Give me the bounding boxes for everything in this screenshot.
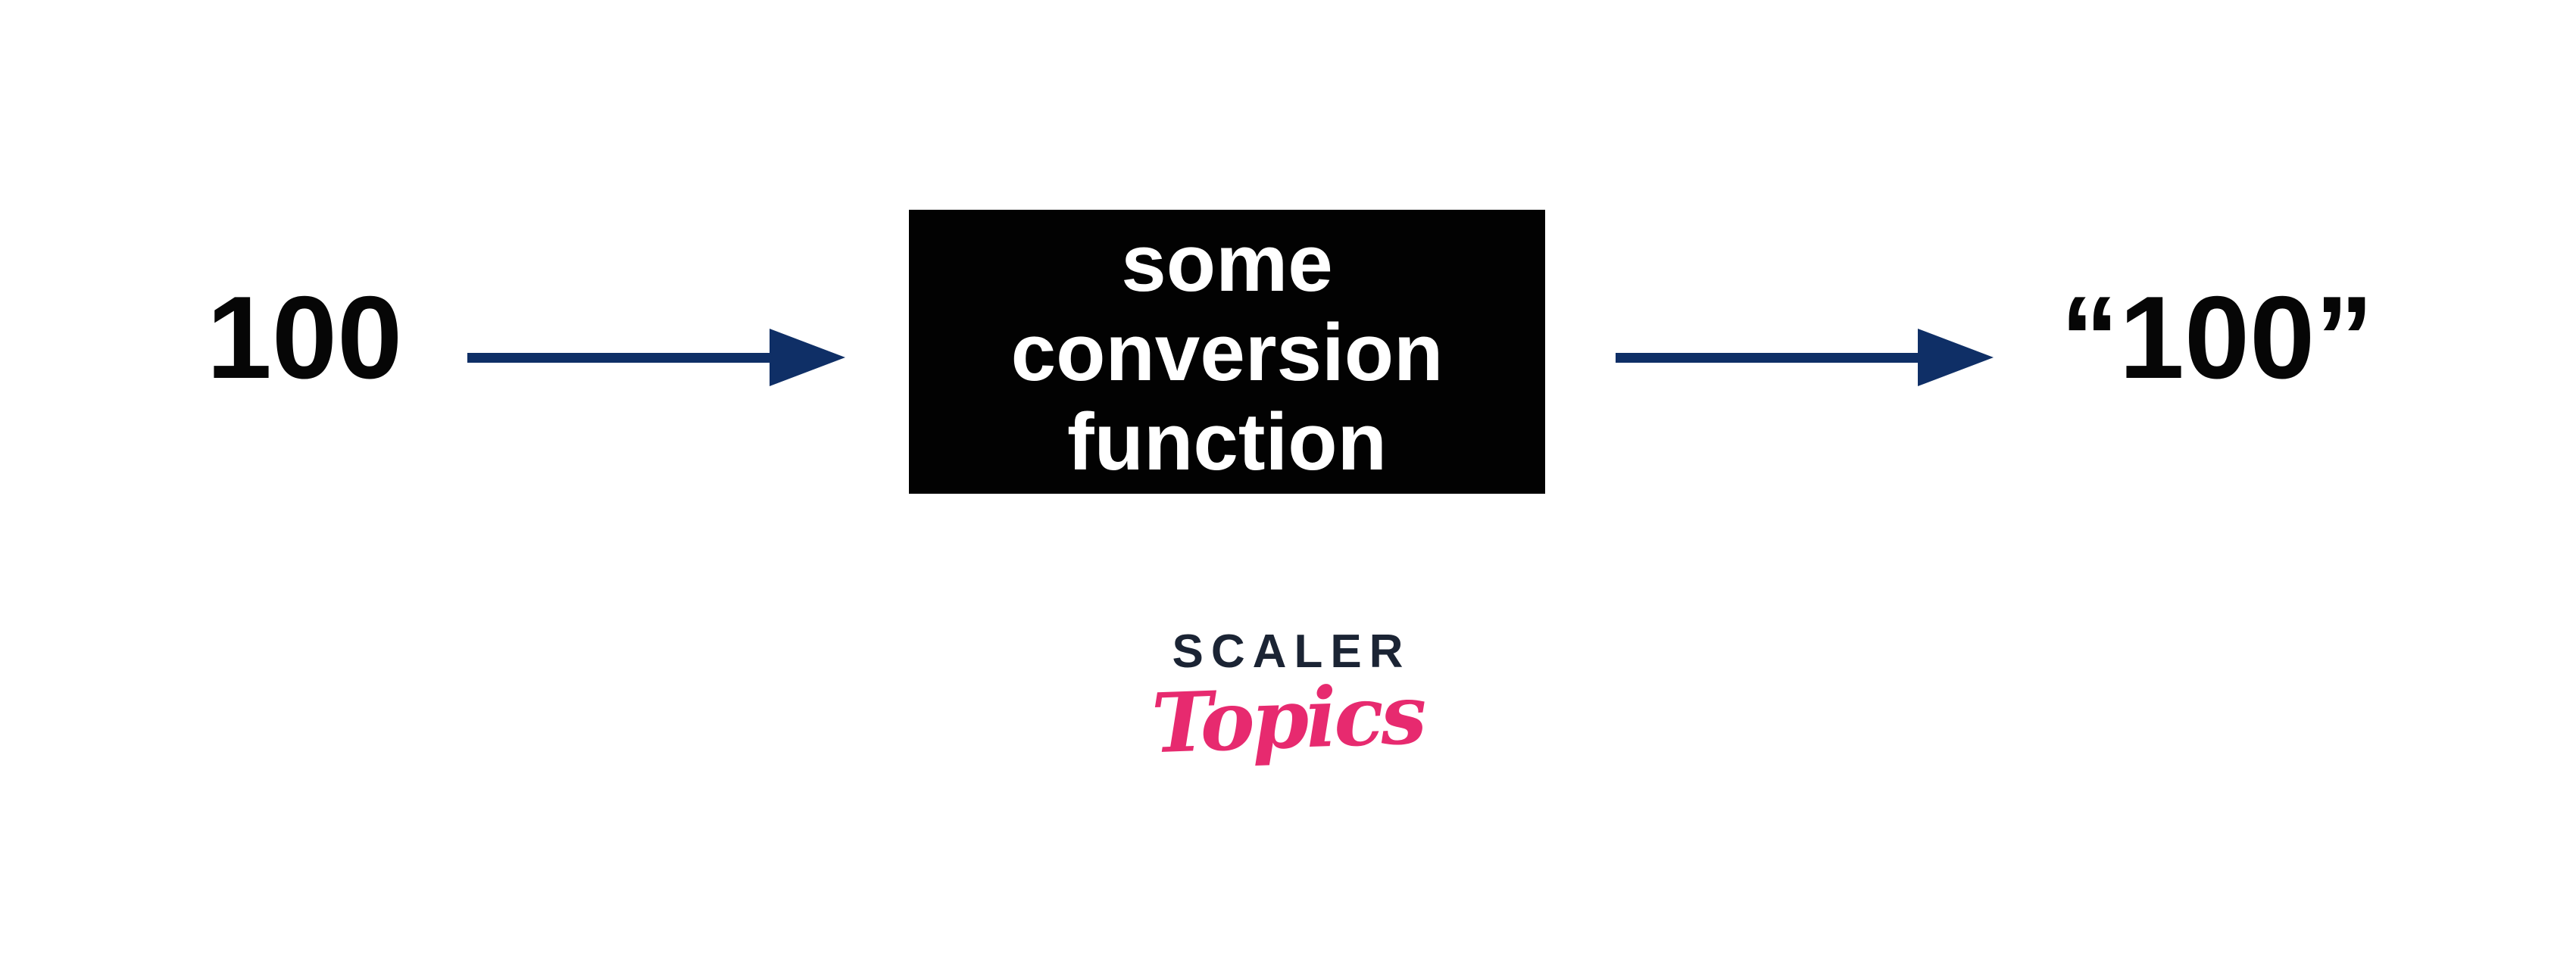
arrow-head-icon [1918, 329, 1994, 386]
arrow-shaft [467, 353, 778, 363]
output-value: “100” [2060, 272, 2374, 403]
arrow-head-icon [770, 329, 845, 386]
topics-wordmark: Topics [1150, 666, 1425, 772]
conversion-function-box: some conversion function [909, 210, 1545, 494]
conversion-box-label-line: some [1121, 217, 1333, 308]
arrow-shaft [1616, 353, 1926, 363]
scaler-wordmark: SCALER [1172, 626, 1411, 678]
conversion-box-label-line: conversion [1010, 306, 1444, 398]
conversion-box-label-line: function [1067, 395, 1387, 487]
input-value: 100 [206, 272, 403, 403]
scaler-topics-logo: SCALER Topics [1136, 626, 1439, 772]
